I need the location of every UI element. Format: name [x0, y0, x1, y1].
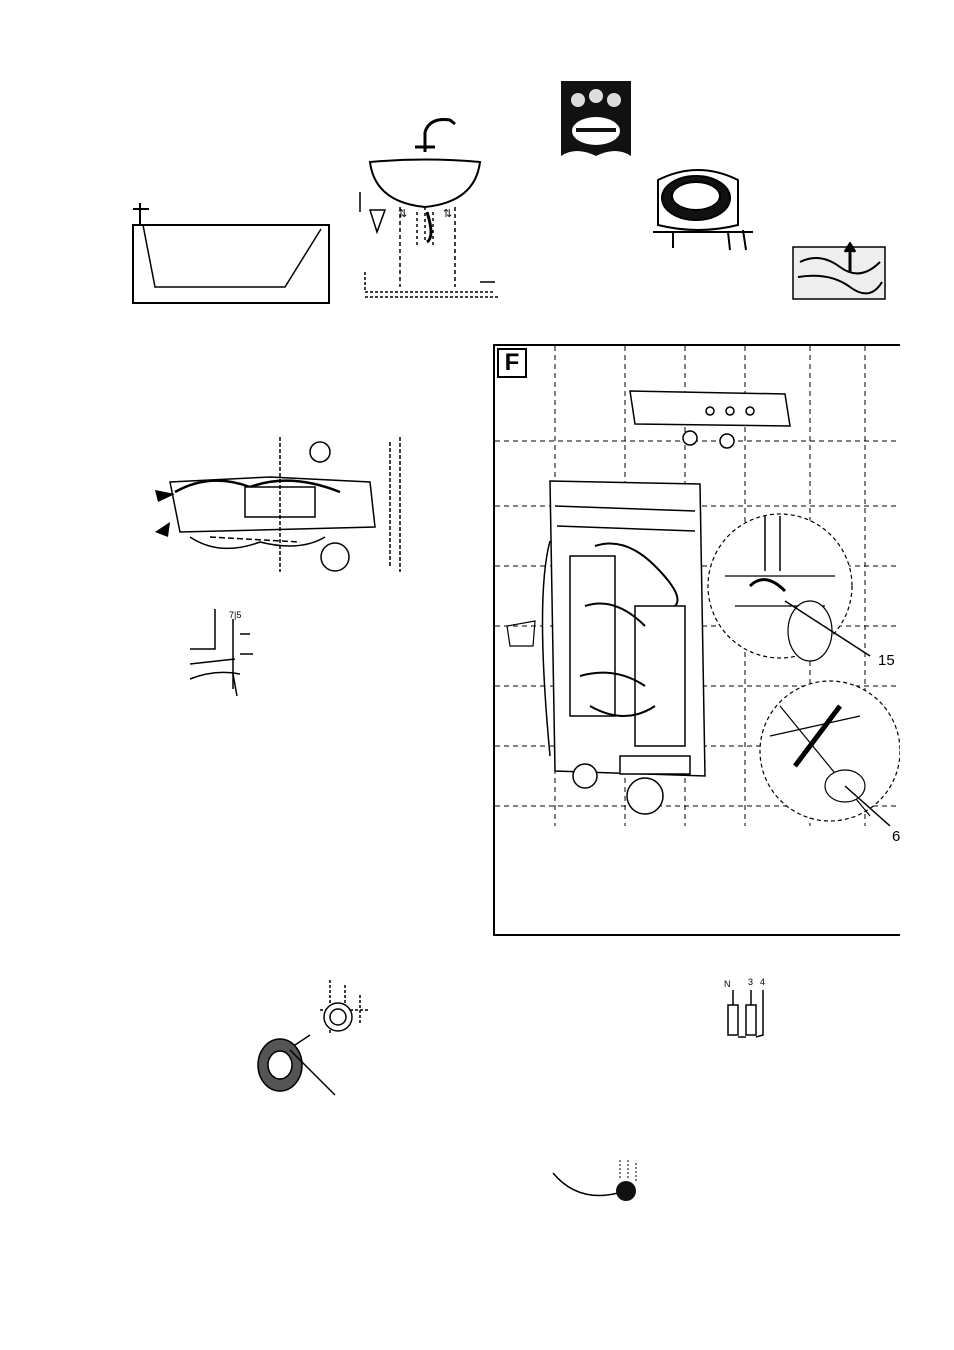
terminal-n-label: N: [724, 979, 731, 989]
heating-element-wiring: N 3 4: [718, 975, 778, 1045]
fitting-detail: 7|5: [185, 604, 265, 696]
control-panel-front-illustration: [556, 76, 636, 168]
figure-f-illustration: [495, 346, 900, 936]
svg-text:⇅: ⇅: [398, 208, 407, 220]
terminal-4-label: 4: [760, 977, 765, 987]
figure-f-panel: F 15 6: [493, 344, 900, 936]
bathtub-illustration: [125, 195, 335, 310]
pump-valve-illustration: [250, 975, 380, 1100]
control-panel-angled-illustration: [648, 160, 758, 260]
callout-upper: 15: [878, 652, 895, 669]
callout-lower: 6: [892, 828, 900, 845]
figure-f-label: F: [497, 348, 527, 378]
fitting-marks-label: 7|5: [229, 610, 241, 620]
svg-text:⇅: ⇅: [443, 208, 452, 220]
fitting-detail-illustration: [185, 604, 265, 696]
terminal-3-label: 3: [748, 977, 753, 987]
sensor-probe-illustration: [548, 1158, 648, 1213]
appliance-interior-illustration: [150, 432, 410, 577]
washbasin-illustration: ⇅ ⇅: [355, 112, 505, 307]
removal-detail-illustration: [790, 242, 890, 302]
